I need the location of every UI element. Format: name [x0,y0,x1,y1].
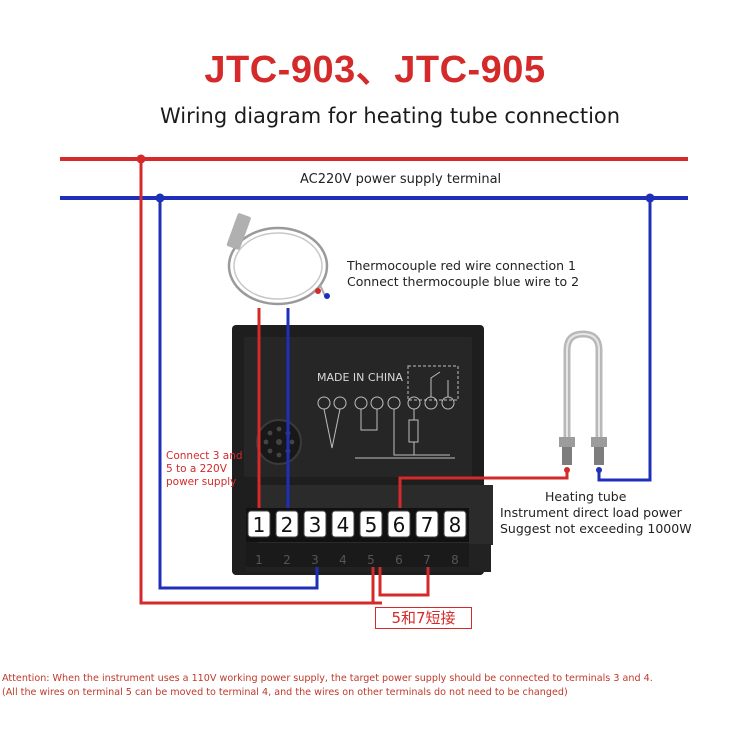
device-made-in-label: MADE IN CHINA [317,371,403,384]
terminal-1-base-number: 1 [255,553,263,567]
terminal-7-plate [415,510,439,538]
terminal-6-number: 6 [393,513,406,537]
short-link-label: 5和7短接 [375,607,472,629]
terminal-3-base-number: 3 [311,553,319,567]
connect-terminals-note: Connect 3 and 5 to a 220V power supply [166,450,243,488]
terminal-8-number: 8 [449,513,462,537]
terminal-1-number: 1 [253,513,266,537]
terminal-6-base-number: 6 [395,553,403,567]
heating-limit-note: Suggest not exceeding 1000W [500,521,692,536]
terminal-4-plate [331,510,355,538]
terminal-8-base-number: 8 [451,553,459,567]
attention-line-2: (All the wires on terminal 5 can be move… [2,687,568,698]
terminal-2-base-number: 2 [283,553,291,567]
device-label-schematic [317,365,459,459]
terminal-4-number: 4 [337,513,350,537]
terminal-5-base-number: 5 [367,553,375,567]
terminal-4-base-number: 4 [339,553,347,567]
attention-line-1: Attention: When the instrument uses a 11… [2,673,653,684]
terminal-6-plate [387,510,411,538]
power-supply-label: AC220V power supply terminal [300,172,502,187]
heating-tube [559,330,607,473]
thermocouple-note-red: Thermocouple red wire connection 1 [347,258,576,273]
attention-note: Attention: When the instrument uses a 11… [2,672,750,700]
live-junction-dot [136,154,146,164]
diagram-subtitle: Wiring diagram for heating tube connecti… [159,104,621,128]
buzzer-grille [256,419,302,465]
terminal-5-plate [359,510,383,538]
load-neutral-junction-dot [645,193,655,203]
neutral-junction-dot [155,193,165,203]
thermocouple-notes: Thermocouple red wire connection 1 Conne… [347,258,579,290]
terminal-1-plate [247,510,271,538]
thermocouple-probe [226,213,330,306]
heating-load-note: Instrument direct load power [500,505,682,520]
terminal-7-number: 7 [421,513,434,537]
heating-tube-label: Heating tube [545,489,627,504]
terminal-2-number: 2 [281,513,294,537]
terminal-8-plate [443,510,467,538]
thermocouple-note-blue: Connect thermocouple blue wire to 2 [347,274,580,289]
terminal-7-base-number: 7 [423,553,431,567]
diagram-title: JTC-903、JTC-905 [204,49,546,91]
terminal-3-number: 3 [309,513,322,537]
terminal-5-number: 5 [365,513,378,537]
terminal-2-plate [275,510,299,538]
terminal-3-plate [303,510,327,538]
